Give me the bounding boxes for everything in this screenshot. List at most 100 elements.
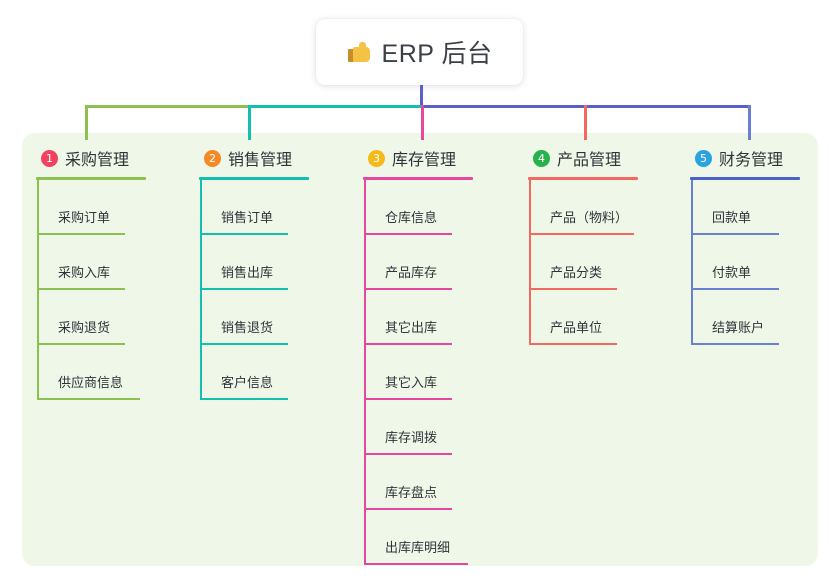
branch-header-rule-1 [36,177,146,180]
list-item[interactable]: 销售出库 [199,235,349,290]
item-label: 产品库存 [385,265,438,280]
branch-header-rule-5 [690,177,800,180]
root-node[interactable]: ERP 后台 [316,19,523,85]
item-label: 销售订单 [221,210,274,225]
drop-connector-col3 [421,105,424,140]
list-item[interactable]: 库存盘点 [363,455,513,510]
item-label: 其它出库 [385,320,438,335]
item-label: 客户信息 [221,375,274,390]
item-label: 仓库信息 [385,210,438,225]
list-item[interactable]: 结算账户 [690,290,839,345]
branch-column-1: 1 采购管理 采购订单 采购入库 采购退货 供应商信息 [36,144,186,400]
branch-spine-5 [691,180,693,345]
branch-header-4[interactable]: 4 产品管理 [528,144,678,172]
item-label: 采购订单 [58,210,111,225]
branch-title-3: 库存管理 [392,152,457,169]
list-item[interactable]: 其它入库 [363,345,513,400]
item-rule [200,398,288,400]
branch-items-4: 产品（物料） 产品分类 产品单位 [528,180,678,345]
item-label: 销售退货 [221,320,274,335]
branch-badge-3: 3 [368,149,385,167]
item-label: 结算账户 [712,320,765,335]
branch-spine-4 [529,180,531,345]
item-label: 其它入库 [385,375,438,390]
list-item[interactable]: 销售退货 [199,290,349,345]
branch-column-2: 2 销售管理 销售订单 销售出库 销售退货 客户信息 [199,144,349,400]
branch-title-1: 采购管理 [65,152,130,169]
item-rule [200,233,288,235]
drop-connector-col2 [248,105,251,140]
trunk-segment-teal [248,105,423,108]
branch-title-5: 财务管理 [719,152,784,169]
item-rule [37,343,125,345]
item-label: 出库库明细 [385,540,451,555]
list-item[interactable]: 付款单 [690,235,839,290]
branch-spine-3 [364,180,366,565]
branch-spine-1 [37,180,39,400]
branch-spine-2 [200,180,202,400]
root-node-title: ERP 后台 [381,40,493,68]
drop-connector-col4 [584,105,587,140]
item-rule [364,563,468,565]
branch-items-5: 回款单 付款单 结算账户 [690,180,839,345]
list-item[interactable]: 产品分类 [528,235,678,290]
branch-header-5[interactable]: 5 财务管理 [690,144,839,172]
item-rule [691,288,779,290]
item-rule [364,398,452,400]
item-label: 产品（物料） [550,210,629,225]
thumbs-up-icon [347,40,371,64]
list-item[interactable]: 产品单位 [528,290,678,345]
branch-badge-5: 5 [695,149,712,167]
list-item[interactable]: 其它出库 [363,290,513,345]
item-rule [364,233,452,235]
list-item[interactable]: 采购订单 [36,180,186,235]
list-item[interactable]: 销售订单 [199,180,349,235]
branch-header-3[interactable]: 3 库存管理 [363,144,513,172]
list-item[interactable]: 客户信息 [199,345,349,400]
branch-header-1[interactable]: 1 采购管理 [36,144,186,172]
item-rule [200,343,288,345]
item-label: 回款单 [712,210,752,225]
item-rule [364,453,452,455]
branch-badge-4: 4 [533,149,550,167]
list-item[interactable]: 产品（物料） [528,180,678,235]
item-rule [37,288,125,290]
trunk-segment-left-green [85,105,250,108]
branch-panel [22,133,818,566]
list-item[interactable]: 回款单 [690,180,839,235]
branch-badge-2: 2 [204,149,221,167]
list-item[interactable]: 采购入库 [36,235,186,290]
branch-column-3: 3 库存管理 仓库信息 产品库存 其它出库 其它入库 库存调拨 [363,144,513,565]
list-item[interactable]: 仓库信息 [363,180,513,235]
branch-badge-1: 1 [41,149,58,167]
item-rule [691,343,779,345]
list-item[interactable]: 出库库明细 [363,510,513,565]
list-item[interactable]: 采购退货 [36,290,186,345]
branch-header-rule-3 [363,177,473,180]
drop-connector-col5 [748,105,751,140]
list-item[interactable]: 产品库存 [363,235,513,290]
item-label: 产品单位 [550,320,603,335]
root-drop-connector [420,85,423,107]
branch-column-4: 4 产品管理 产品（物料） 产品分类 产品单位 [528,144,678,345]
item-label: 供应商信息 [58,375,124,390]
branch-items-2: 销售订单 销售出库 销售退货 客户信息 [199,180,349,400]
item-rule [691,233,779,235]
branch-header-rule-2 [199,177,309,180]
branch-title-2: 销售管理 [228,152,293,169]
item-label: 采购入库 [58,265,111,280]
item-rule [37,398,140,400]
list-item[interactable]: 供应商信息 [36,345,186,400]
branch-header-rule-4 [528,177,638,180]
item-label: 付款单 [712,265,752,280]
item-rule [37,233,125,235]
item-label: 采购退货 [58,320,111,335]
list-item[interactable]: 库存调拨 [363,400,513,455]
item-label: 库存盘点 [385,485,438,500]
branch-header-2[interactable]: 2 销售管理 [199,144,349,172]
branch-column-5: 5 财务管理 回款单 付款单 结算账户 [690,144,839,345]
branch-items-3: 仓库信息 产品库存 其它出库 其它入库 库存调拨 库存盘点 [363,180,513,565]
item-rule [364,288,452,290]
branch-items-1: 采购订单 采购入库 采购退货 供应商信息 [36,180,186,400]
